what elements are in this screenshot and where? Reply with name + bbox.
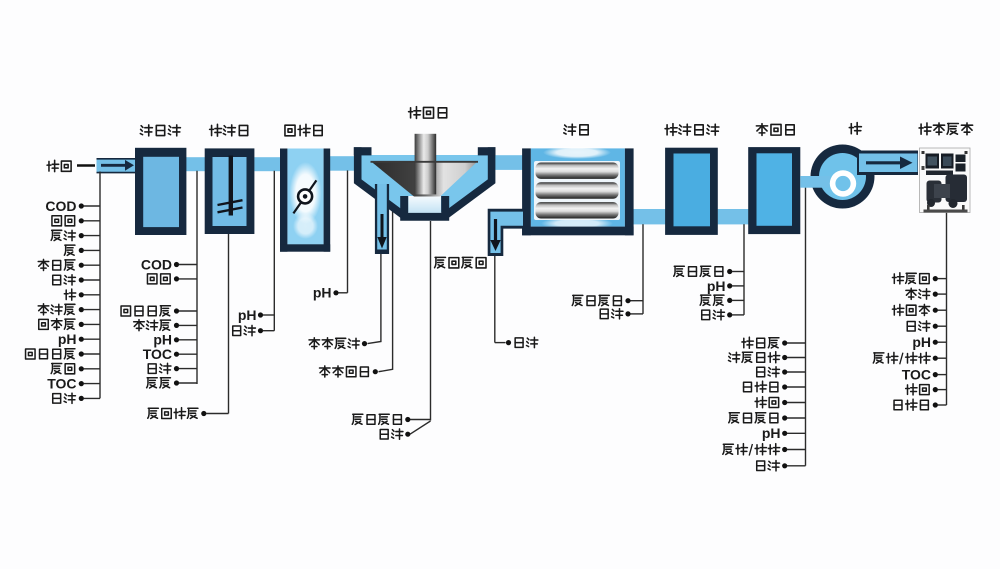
svg-text:COD: COD [45, 198, 76, 214]
svg-text:TOC: TOC [902, 367, 931, 383]
svg-text:pH: pH [58, 331, 77, 347]
svg-text:pH: pH [707, 278, 726, 294]
svg-text:pH: pH [153, 332, 172, 348]
svg-text:pH: pH [238, 307, 257, 323]
svg-text:COD: COD [141, 256, 172, 272]
svg-text:pH: pH [912, 334, 931, 350]
svg-text:TOC: TOC [47, 376, 76, 392]
svg-text:pH: pH [762, 425, 781, 441]
svg-text:pH: pH [313, 285, 332, 301]
svg-text:TOC: TOC [143, 346, 172, 362]
